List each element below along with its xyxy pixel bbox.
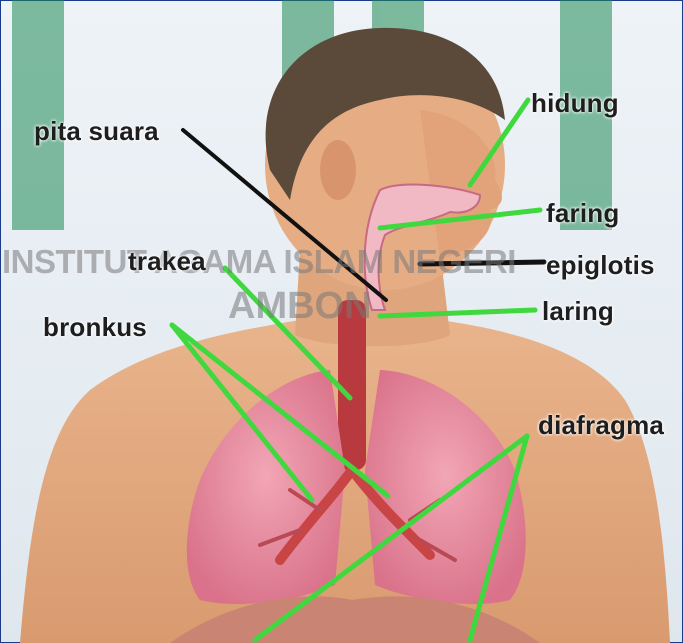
label-hidung: hidung bbox=[531, 88, 619, 119]
label-diafragma: diafragma bbox=[538, 410, 664, 441]
label-laring: laring bbox=[542, 296, 614, 327]
label-bronkus: bronkus bbox=[43, 312, 147, 343]
watermark-text-line2: AMBON bbox=[228, 285, 372, 328]
watermark-text-line1: INSTITUT AGAMA ISLAM NEGERI bbox=[2, 243, 516, 281]
label-trakea: trakea bbox=[128, 246, 206, 277]
label-pita-suara: pita suara bbox=[34, 116, 159, 147]
label-faring: faring bbox=[546, 198, 619, 229]
label-epiglotis: epiglotis bbox=[546, 250, 655, 281]
ear bbox=[320, 140, 356, 200]
